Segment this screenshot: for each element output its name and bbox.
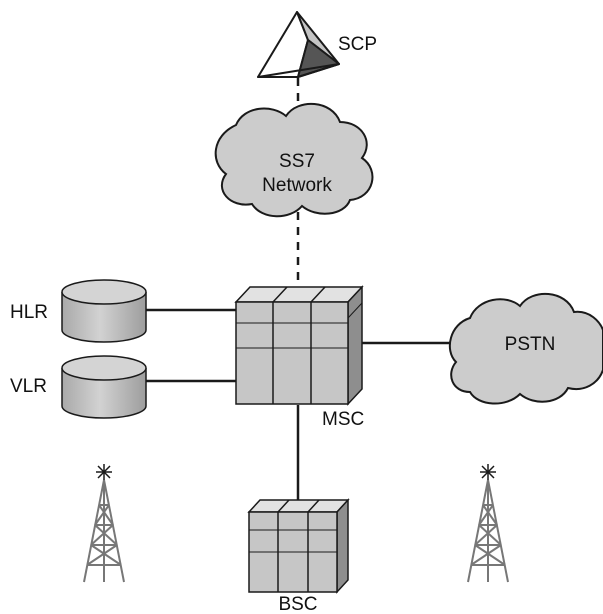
scp-node: SCP xyxy=(257,11,377,78)
pstn-label: PSTN xyxy=(505,334,556,355)
vlr-label: VLR xyxy=(10,376,47,397)
connections xyxy=(146,78,458,500)
switch-cabinet-icon xyxy=(247,498,350,594)
cloud-icon xyxy=(448,292,603,405)
database-cylinder-icon xyxy=(61,355,147,419)
scp-pyramid-icon xyxy=(257,11,340,78)
switch-cabinet-icon xyxy=(234,285,364,406)
cell-tower-left xyxy=(83,464,125,583)
antenna-signal-icon xyxy=(96,464,112,480)
scp-label: SCP xyxy=(338,34,377,55)
hlr-label: HLR xyxy=(10,302,48,323)
msc-node: MSC xyxy=(234,285,364,430)
cell-tower-icon xyxy=(83,479,125,583)
vlr-node: VLR xyxy=(10,355,147,419)
ss7-network-node: SS7 Network xyxy=(214,102,374,218)
hlr-node: HLR xyxy=(10,279,147,343)
cell-tower-icon xyxy=(467,479,509,583)
database-cylinder-icon xyxy=(61,279,147,343)
cell-tower-right xyxy=(467,464,509,583)
pstn-node: PSTN xyxy=(448,292,603,405)
bsc-node: BSC xyxy=(247,498,350,614)
ss7-label-line2: Network xyxy=(262,175,332,196)
cloud-icon xyxy=(214,102,374,218)
ss7-label-line1: SS7 xyxy=(279,151,315,172)
antenna-signal-icon xyxy=(480,464,496,480)
bsc-label: BSC xyxy=(278,594,317,614)
msc-label: MSC xyxy=(322,409,364,430)
